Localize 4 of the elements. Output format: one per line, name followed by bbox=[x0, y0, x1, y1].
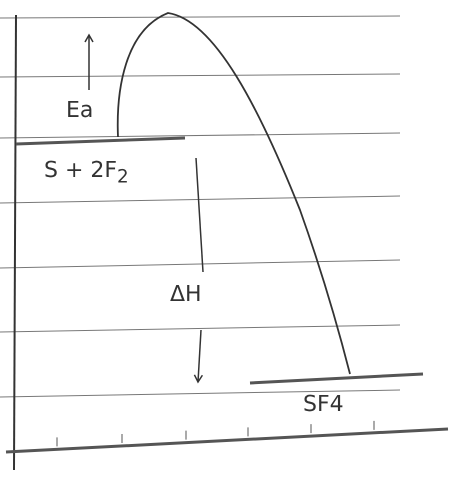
activation-energy-label: Ea bbox=[66, 100, 94, 122]
product-label: SF4 bbox=[303, 394, 344, 416]
enthalpy-change-label: ΔH bbox=[170, 284, 202, 306]
reactants-label: S + 2F$_{2}$ bbox=[44, 160, 129, 187]
